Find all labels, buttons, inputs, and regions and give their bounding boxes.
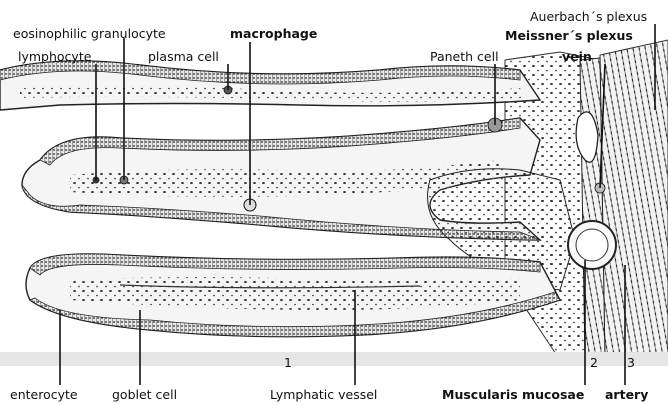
label-macrophage: macrophage <box>230 27 317 41</box>
layer-number-1: 1 <box>284 356 292 370</box>
artery-lumen <box>576 229 608 261</box>
layer-number-3: 3 <box>627 356 635 370</box>
muscularis-mucosae-band <box>580 58 605 360</box>
layer-number-2: 2 <box>590 356 598 370</box>
label-goblet-cell: goblet cell <box>112 388 177 402</box>
label-paneth-cell: Paneth cell <box>430 50 499 64</box>
label-plasma-cell: plasma cell <box>148 50 219 64</box>
muscularis-externa <box>600 40 668 360</box>
label-meissners-plexus: Meissner´s plexus <box>505 29 633 43</box>
label-auerbachs-plexus: Auerbach´s plexus <box>530 10 647 24</box>
label-enterocyte: enterocyte <box>10 388 78 402</box>
scale-strip <box>0 352 668 366</box>
label-lymphocyte: lymphocyte <box>18 50 91 64</box>
label-artery: artery <box>605 388 648 402</box>
label-lymphatic-vessel: Lymphatic vessel <box>270 388 377 402</box>
label-muscularis-mucosae: Muscularis mucosae <box>442 388 584 402</box>
label-eosinophilic-granulocyte: eosinophilic granulocyte <box>13 27 166 41</box>
label-vein: vein <box>562 50 592 64</box>
